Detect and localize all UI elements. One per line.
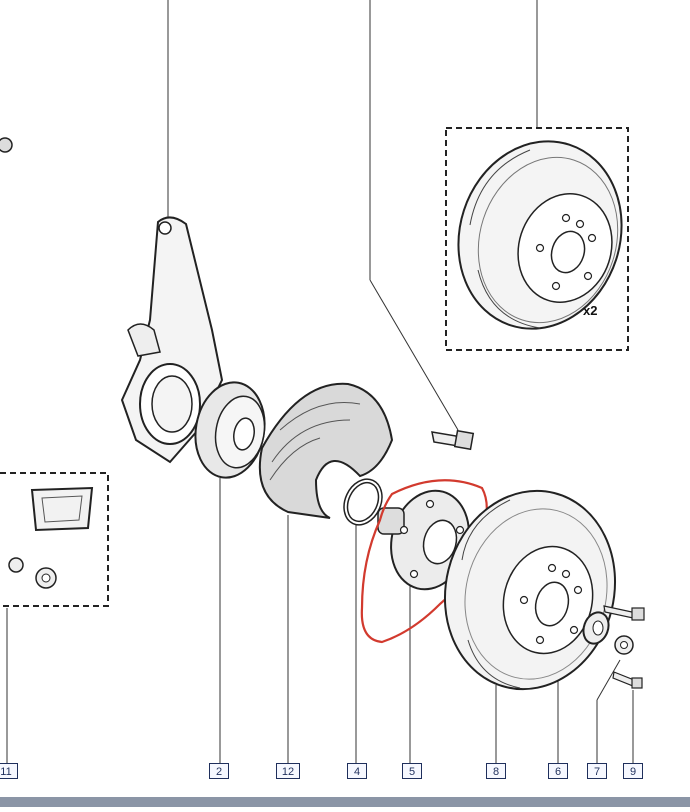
grease-sachet-icon bbox=[30, 486, 94, 532]
callout-11: 11 bbox=[0, 763, 18, 779]
small-fitting-icon bbox=[0, 137, 13, 153]
callout-5: 5 bbox=[402, 763, 422, 779]
brake-disc-pair-icon bbox=[457, 140, 623, 330]
steering-knuckle-icon bbox=[120, 216, 224, 464]
washer-icon bbox=[582, 611, 610, 645]
callout-12: 12 bbox=[276, 763, 300, 779]
callout-9: 9 bbox=[623, 763, 643, 779]
leader-line-7-diag bbox=[596, 659, 621, 701]
callout-2: 2 bbox=[209, 763, 229, 779]
hub-highlight-outline bbox=[360, 479, 488, 644]
wheel-bearing-icon bbox=[194, 381, 266, 479]
callout-7: 7 bbox=[587, 763, 607, 779]
callout-6: 6 bbox=[548, 763, 568, 779]
fittings-kit-box bbox=[0, 472, 109, 607]
retaining-ring-icon bbox=[343, 478, 383, 526]
nut-icon bbox=[8, 557, 57, 589]
window-bottom-bar bbox=[0, 797, 690, 807]
disc-pair-box bbox=[445, 127, 629, 351]
disc-quantity-label: x2 bbox=[583, 303, 598, 318]
dust-shield-icon bbox=[258, 382, 394, 519]
wheel-nut-icon bbox=[614, 635, 634, 655]
hub-bolt-icon bbox=[431, 429, 475, 451]
callout-8: 8 bbox=[486, 763, 506, 779]
leader-line-bolt-diag bbox=[369, 279, 459, 431]
callout-4: 4 bbox=[347, 763, 367, 779]
screw-icon bbox=[603, 605, 645, 689]
brake-disc-icon bbox=[443, 489, 617, 691]
